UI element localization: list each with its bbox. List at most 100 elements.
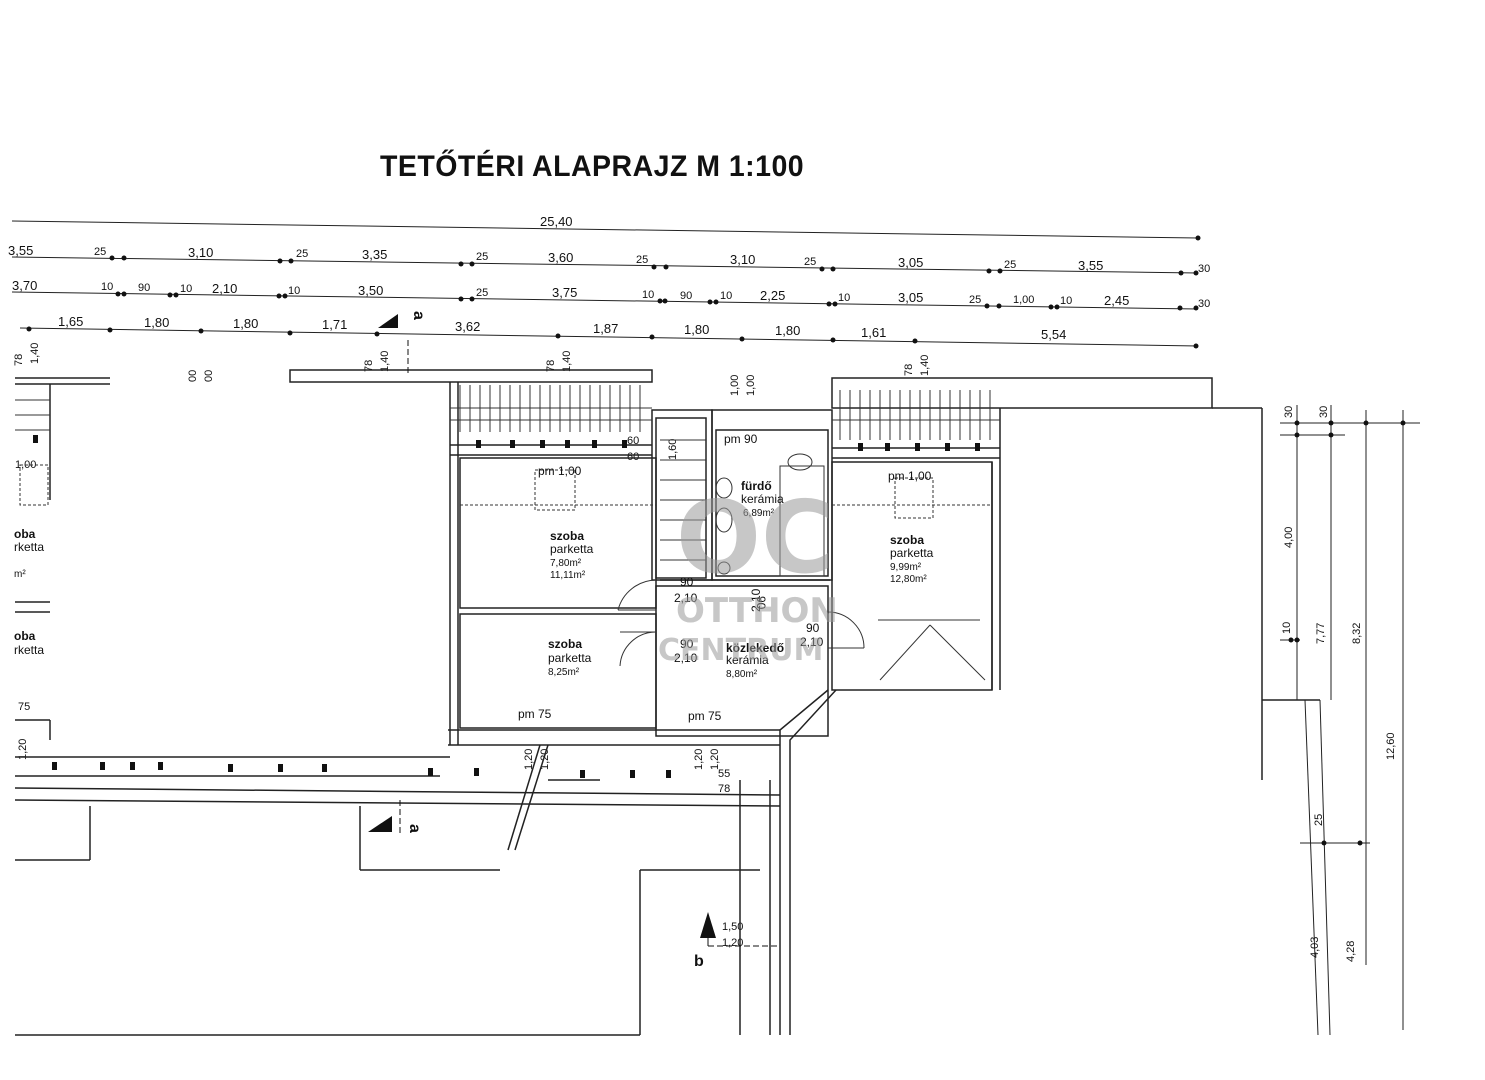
dim-label: 60 (627, 435, 639, 447)
room-area: 6,89m² (743, 508, 775, 519)
dim-label: 10 (838, 292, 850, 304)
dim-label: 1,40 (919, 355, 931, 376)
room-left-partial-2: oba rketta (14, 629, 44, 657)
room-area: 12,80m² (890, 574, 927, 585)
watermark-text: CENTRUM (658, 633, 823, 668)
room-pm: pm 1,00 (538, 464, 582, 478)
dim-label: 25 (296, 248, 308, 260)
dimension-ticks (26, 235, 1406, 846)
room-area: 11,11m² (550, 570, 586, 581)
dim-label: 4,28 (1345, 941, 1357, 962)
dim-label: 1,20 (709, 749, 721, 770)
dim-label: 1,50 (722, 921, 743, 933)
room-name: fürdő (741, 479, 772, 493)
dim-label: 1,71 (322, 317, 347, 332)
dim-label: 1,00 (745, 375, 757, 396)
dim-label: 10 (101, 281, 113, 293)
room-pm: pm 90 (724, 432, 758, 446)
room-pm: pm 75 (688, 709, 722, 723)
dim-label: 10 (180, 283, 192, 295)
dim-label: 1,80 (684, 322, 709, 337)
room-floor: rketta (14, 540, 44, 554)
section-label: a (410, 311, 427, 320)
room-name: közlekedő (726, 641, 784, 655)
dim-label: 3,60 (548, 250, 573, 265)
watermark: OC OTTHON CENTRUM (658, 479, 838, 668)
door-width: 90 (754, 596, 768, 610)
walls (14, 369, 1320, 1036)
dim-label: 8,32 (1351, 623, 1363, 644)
dim-label: 4,00 (1283, 527, 1295, 548)
dim-label: 1,80 (233, 316, 258, 331)
dim-label: 1,00 (1013, 294, 1034, 306)
dim-label: 78 (903, 364, 915, 376)
room-szoba-2: szoba parketta 8,25m² pm 75 (518, 637, 592, 721)
door-width: 90 (680, 637, 694, 651)
section-marker-a-bottom: a (368, 800, 423, 836)
door-height: 2,10 (800, 635, 824, 649)
dim-label: 10 (642, 289, 654, 301)
dim-label: 75 (18, 701, 30, 713)
dim-label: 2,45 (1104, 293, 1129, 308)
dim-label: 3,70 (12, 278, 37, 293)
section-label: a (406, 824, 423, 833)
door-height: 2,10 (749, 588, 763, 612)
room-pm: pm 1,00 (888, 469, 932, 483)
dim-label: 00 (187, 370, 199, 382)
dim-label: 30 (1198, 263, 1210, 275)
dim-label: 10 (1281, 622, 1293, 634)
dim-label: 1,20 (17, 739, 29, 760)
watermark-text: OTTHON (676, 591, 838, 631)
door-height: 2,10 (674, 651, 698, 665)
dim-label: 1,61 (861, 325, 886, 340)
dim-label: 12,60 (1385, 732, 1397, 760)
room-szoba-3: pm 1,00 szoba parketta 9,99m² 12,80m² (888, 469, 934, 585)
dim-label: 78 (363, 360, 375, 372)
dim-label: 1,80 (775, 323, 800, 338)
door-swings (617, 579, 986, 681)
dim-label: 78 (545, 360, 557, 372)
room-name: szoba (550, 529, 584, 543)
room-area: 8,25m² (548, 667, 580, 678)
dim-label: 3,05 (898, 255, 923, 270)
dim-label: 2,10 (212, 281, 237, 296)
room-area: m² (14, 569, 26, 580)
dim-label: 25 (94, 246, 106, 258)
dim-total: 25,40 (540, 214, 573, 229)
dim-label: 1,20 (523, 749, 535, 770)
dim-label: 10 (288, 285, 300, 297)
dim-label: 1,87 (593, 321, 618, 336)
dim-label: 1,80 (144, 315, 169, 330)
room-floor: parketta (890, 546, 934, 560)
dim-label: 2,25 (760, 288, 785, 303)
roof-windows (19, 464, 992, 519)
dim-label: 25 (476, 287, 488, 299)
dim-label: 3,10 (188, 245, 213, 260)
dim-label: 25 (1313, 814, 1325, 826)
dim-label: 3,05 (898, 290, 923, 305)
dim-label: 00 (203, 370, 215, 382)
watermark-logo: OC (676, 479, 834, 596)
room-floor: kerámia (741, 492, 784, 506)
section-marker-b: b (694, 912, 780, 970)
dim-label: 30 (1283, 406, 1295, 418)
room-area: 8,80m² (726, 669, 758, 680)
dim-label: 25 (969, 294, 981, 306)
dim-label: 1,65 (58, 314, 83, 329)
plan-title: TETŐTÉRI ALAPRAJZ M 1:100 (380, 150, 805, 183)
dim-label: 55 (718, 768, 730, 780)
room-name: szoba (548, 637, 582, 651)
dim-label: 1,40 (379, 351, 391, 372)
dim-label: 3,75 (552, 285, 577, 300)
dim-label: 3,55 (1078, 258, 1103, 273)
door-width: 90 (806, 621, 820, 635)
dim-label: 5,54 (1041, 327, 1066, 342)
room-area: 7,80m² (550, 558, 582, 569)
room-floor: parketta (550, 542, 594, 556)
room-left-partial-1: oba rketta m² (14, 527, 44, 580)
dim-label: 90 (138, 282, 150, 294)
room-name: oba (14, 527, 36, 541)
dim-label: 30 (1198, 298, 1210, 310)
dim-label: 30 (1318, 406, 1330, 418)
